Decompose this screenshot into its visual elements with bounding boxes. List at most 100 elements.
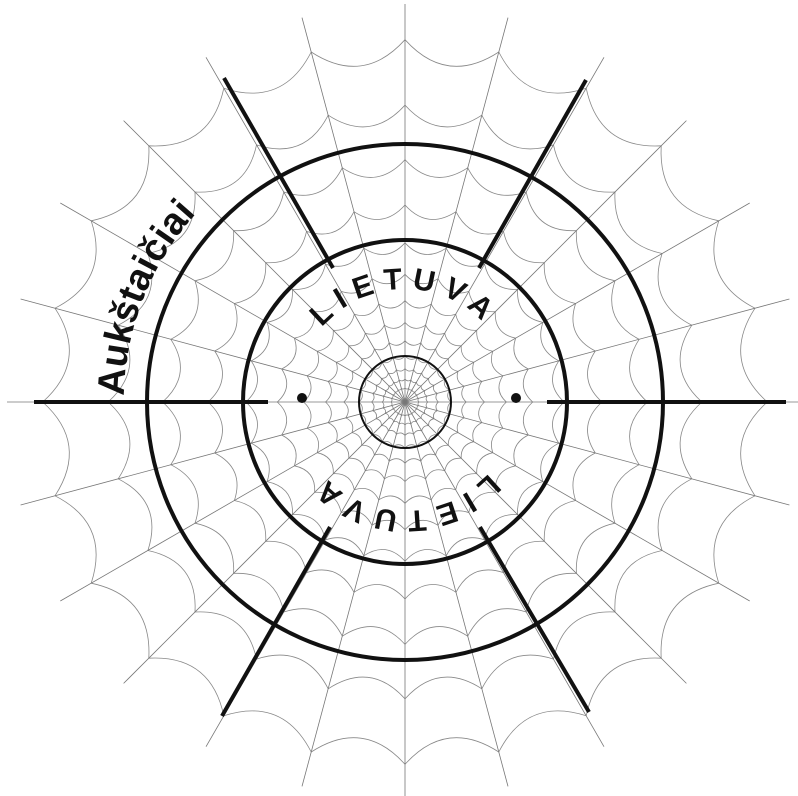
web-thread <box>426 396 428 402</box>
separator-dot-right <box>511 393 521 403</box>
web-thread <box>417 395 419 398</box>
web-thread <box>395 390 398 392</box>
web-thread <box>163 402 181 465</box>
web-thread <box>311 738 405 765</box>
web-thread <box>392 406 394 409</box>
web-thread <box>224 711 311 752</box>
web-thread <box>741 308 768 402</box>
web-thread <box>317 330 333 351</box>
web-thread <box>118 479 152 551</box>
web-thread <box>405 476 426 482</box>
web-thread <box>422 426 429 431</box>
web-thread <box>482 115 554 149</box>
axis-upper-left <box>224 78 333 268</box>
web-thread <box>436 349 449 359</box>
web-thread <box>544 263 575 304</box>
web-thread <box>421 386 425 391</box>
web-thread <box>257 655 329 689</box>
web-thread <box>384 476 405 482</box>
web-thread <box>586 88 661 146</box>
web-thread <box>405 627 468 645</box>
web-thread <box>365 470 384 479</box>
web-thread <box>615 192 662 254</box>
web-thread <box>586 658 661 716</box>
web-thread <box>433 411 437 419</box>
web-thread <box>43 308 70 402</box>
web-thread <box>554 612 616 659</box>
web-thread <box>485 515 518 540</box>
web-thread <box>405 369 414 371</box>
web-thread <box>499 376 506 402</box>
web-thread <box>573 304 595 352</box>
web-thread <box>477 330 493 351</box>
web-thread <box>362 349 375 359</box>
web-thread <box>91 583 149 658</box>
web-thread <box>336 442 349 459</box>
web-thread <box>405 433 414 435</box>
web-thread <box>362 445 375 455</box>
web-thread <box>405 379 411 381</box>
web-thread <box>383 408 386 414</box>
web-thread <box>326 381 332 402</box>
web-thread <box>392 395 394 398</box>
web-thread <box>409 389 412 391</box>
web-thread <box>277 369 286 402</box>
web-thread <box>405 388 409 389</box>
web-spoke <box>405 402 604 747</box>
web-thread <box>576 231 615 281</box>
web-thread <box>292 264 325 289</box>
web-spoke <box>302 402 405 786</box>
web-thread <box>382 396 384 402</box>
web-thread <box>658 479 692 551</box>
web-thread <box>405 301 431 308</box>
axis-lower-left <box>222 527 330 716</box>
web-thread <box>346 418 353 433</box>
web-thread <box>215 453 237 501</box>
web-thread <box>415 409 417 412</box>
web-thread <box>405 40 499 67</box>
web-thread <box>389 341 405 345</box>
web-thread <box>267 289 292 322</box>
web-thread <box>383 391 386 397</box>
web-thread <box>491 428 502 453</box>
web-thread <box>108 402 130 479</box>
web-thread <box>514 338 528 369</box>
web-thread <box>401 415 405 416</box>
web-thread <box>448 433 458 446</box>
web-thread <box>573 453 595 501</box>
web-thread <box>374 343 389 350</box>
web-thread <box>418 402 419 406</box>
web-thread <box>234 573 284 612</box>
web-thread <box>479 381 485 402</box>
web-thread <box>456 570 504 592</box>
web-thread <box>267 482 292 515</box>
web-thread <box>422 373 429 378</box>
web-thread <box>385 413 389 418</box>
web-spoke <box>405 18 508 402</box>
web-thread <box>405 585 456 599</box>
web-thread <box>328 677 405 699</box>
web-thread <box>388 430 396 434</box>
web-thread <box>394 380 400 383</box>
web-thread <box>385 386 389 391</box>
web-thread <box>372 393 374 402</box>
web-thread <box>215 304 237 352</box>
web-thread <box>352 433 362 446</box>
web-thread <box>393 409 395 412</box>
web-thread <box>588 351 602 402</box>
web-thread <box>234 192 284 231</box>
web-thread <box>456 212 504 234</box>
web-thread <box>336 346 349 363</box>
web-thread <box>491 351 502 376</box>
web-thread <box>499 402 506 428</box>
web-thread <box>405 738 499 765</box>
web-thread <box>282 435 296 466</box>
web-thread <box>436 393 438 402</box>
web-thread <box>376 378 381 385</box>
web-thread <box>396 369 405 371</box>
web-thread <box>405 677 482 699</box>
web-thread <box>457 371 464 386</box>
web-thread <box>379 301 405 308</box>
web-thread <box>411 380 417 383</box>
